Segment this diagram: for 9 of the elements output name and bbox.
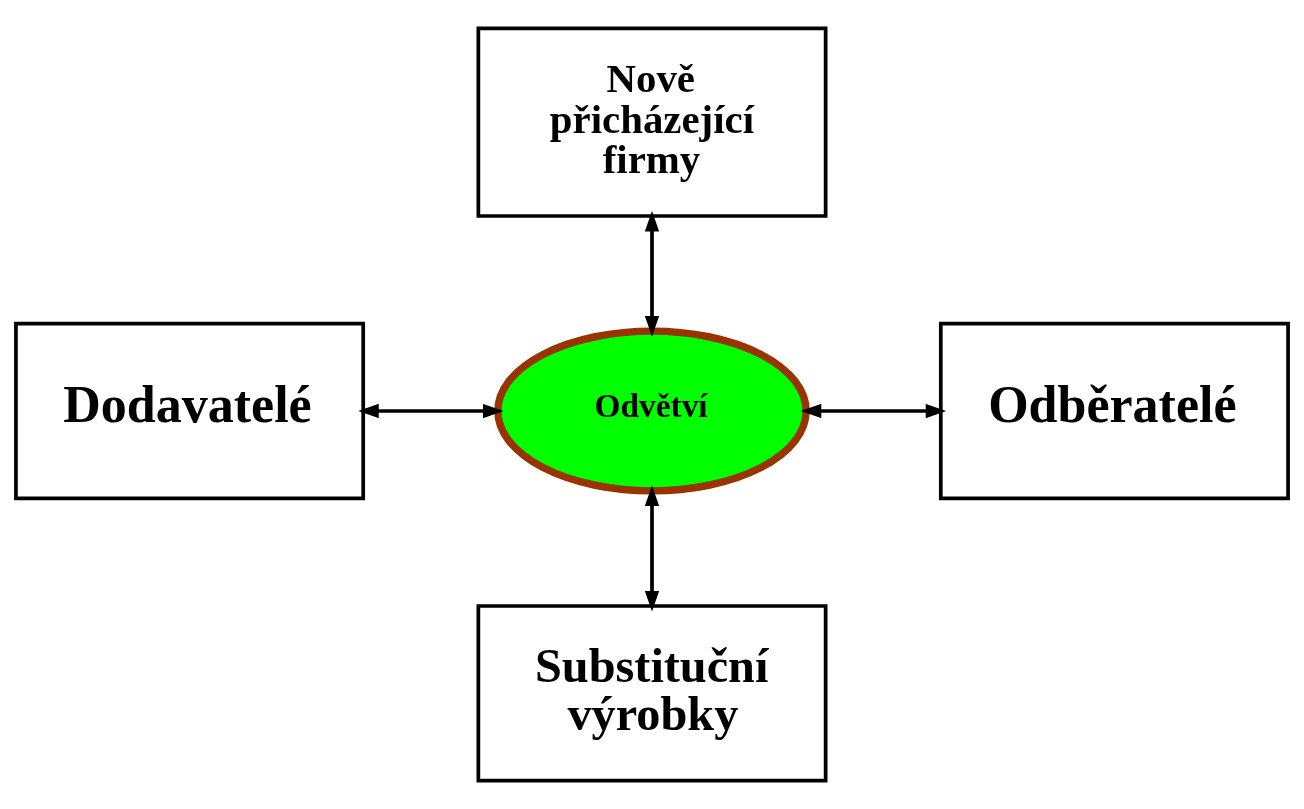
arrow: [358, 403, 504, 419]
arrow: [800, 403, 947, 419]
node-ellipse: Odvětví: [494, 327, 810, 495]
node-box: Dodavatelé: [14, 321, 366, 501]
arrow: [644, 211, 660, 337]
node-box: Substituční výrobky: [476, 604, 828, 783]
node-box: Nově přicházející firmy: [476, 26, 828, 218]
node-box: Odběratelé: [938, 321, 1290, 501]
arrow: [644, 485, 660, 612]
